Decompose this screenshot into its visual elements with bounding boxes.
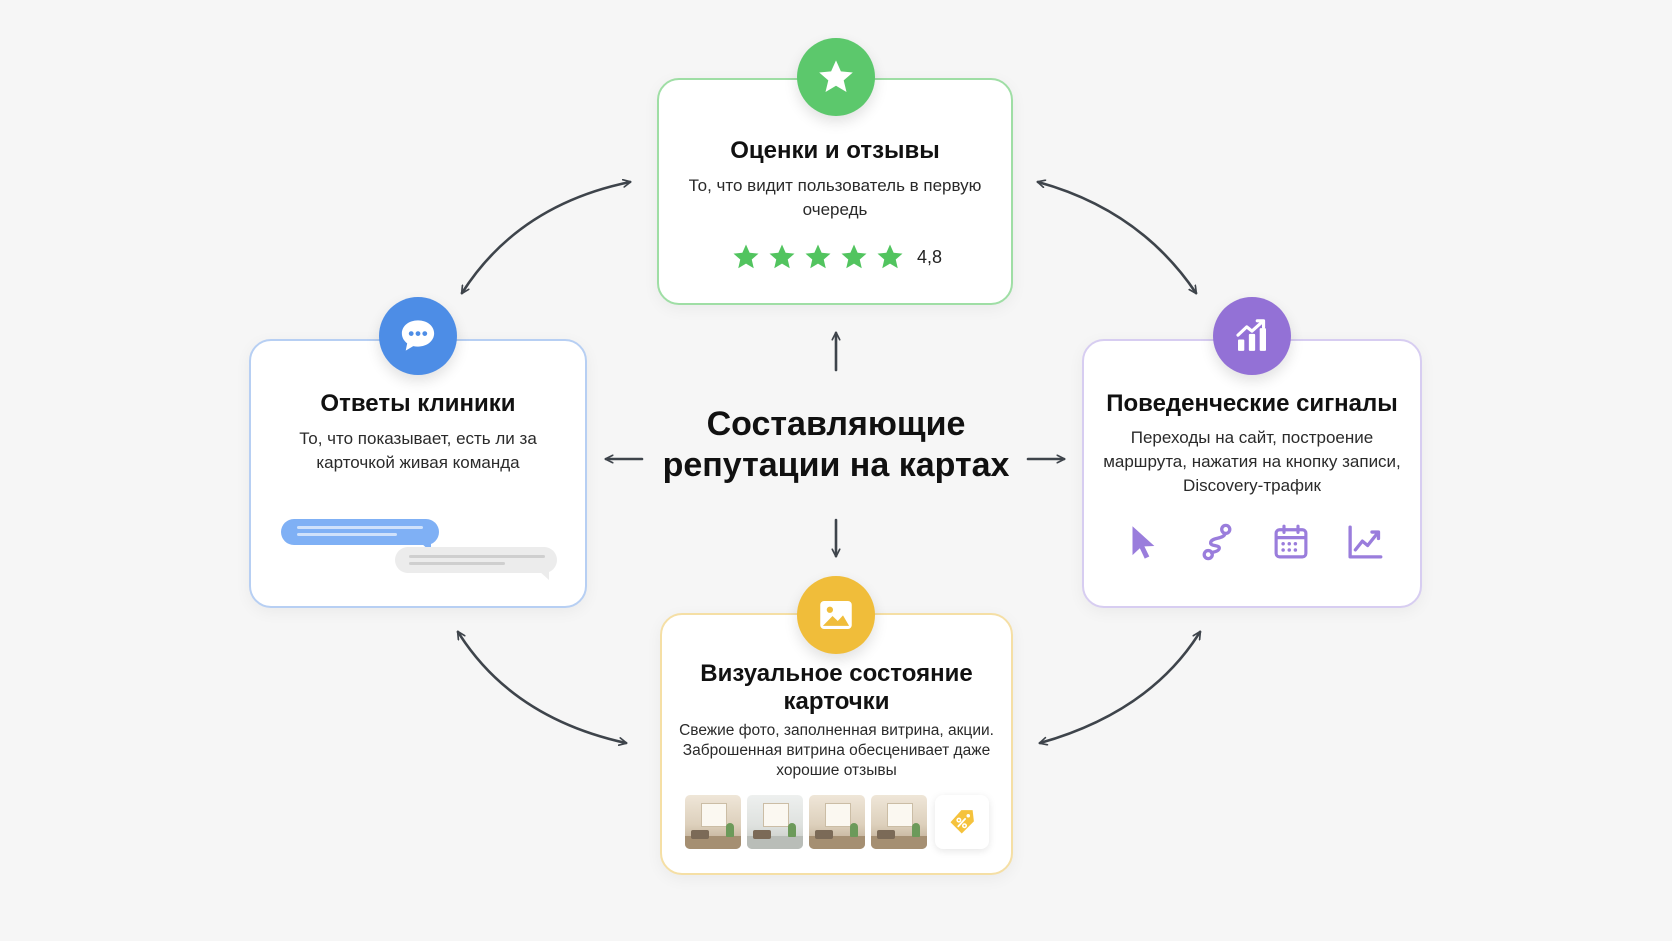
arrow-replies-visual (456, 632, 626, 743)
clinic-replies-title: Ответы клиники (320, 390, 516, 417)
clinic-replies-description: То, что показывает, есть ли за карточкой… (299, 429, 537, 472)
cursor-icon (1132, 526, 1155, 559)
image-icon (820, 601, 852, 629)
photo-thumbnails (685, 795, 989, 849)
growth-chart-icon (1236, 319, 1266, 351)
photo-thumbnail (871, 795, 927, 849)
photo-thumbnail (747, 795, 803, 849)
photo-thumbnail (809, 795, 865, 849)
behavioral-signals-title: Поведенческие сигналы (1106, 390, 1398, 417)
reviews-description: То, что видит пользователь в первую очер… (688, 176, 982, 219)
arrow-reviews-behavior (1038, 182, 1198, 293)
visual-state-description: Свежие фото, заполненная витрина, акции.… (679, 722, 994, 779)
behavioral-signals-card: Поведенческие сигналы Переходы на сайт, … (1082, 339, 1422, 608)
rating-value: 4,8 (917, 246, 943, 267)
star-icon (769, 244, 795, 269)
star-icon (877, 244, 903, 269)
reviews-title: Оценки и отзывы (730, 137, 940, 164)
reviews-badge (797, 38, 875, 116)
star-icon (841, 244, 867, 269)
arrow-behavior-visual (1040, 632, 1202, 743)
promo-tile (935, 795, 989, 849)
star-icon (805, 244, 831, 269)
visual-state-card: Визуальное состояние карточки Свежие фот… (660, 613, 1013, 875)
arrow-reviews-replies (460, 182, 630, 293)
behavioral-signals-badge (1213, 297, 1291, 375)
visual-state-badge (797, 576, 875, 654)
reply-bubble (281, 519, 439, 552)
discount-tag-icon (950, 810, 974, 834)
star-icon (733, 244, 759, 269)
calendar-icon (1274, 524, 1308, 559)
chat-bubble-icon (401, 320, 435, 351)
diagram-title: Составляющие репутации на картах (662, 405, 1010, 484)
line-chart-icon (1348, 525, 1383, 559)
message-bubble (395, 547, 557, 580)
rating-stars: 4,8 (731, 242, 942, 272)
photo-thumbnail (685, 795, 741, 849)
star-icon (819, 60, 853, 93)
visual-state-title: Визуальное состояние карточки (700, 660, 973, 715)
signal-icons (1122, 521, 1386, 563)
clinic-replies-card: Ответы клиники То, что показывает, есть … (249, 339, 587, 608)
route-icon (1202, 523, 1232, 561)
clinic-replies-badge (379, 297, 457, 375)
behavioral-signals-description: Переходы на сайт, построение маршрута, н… (1103, 428, 1401, 495)
